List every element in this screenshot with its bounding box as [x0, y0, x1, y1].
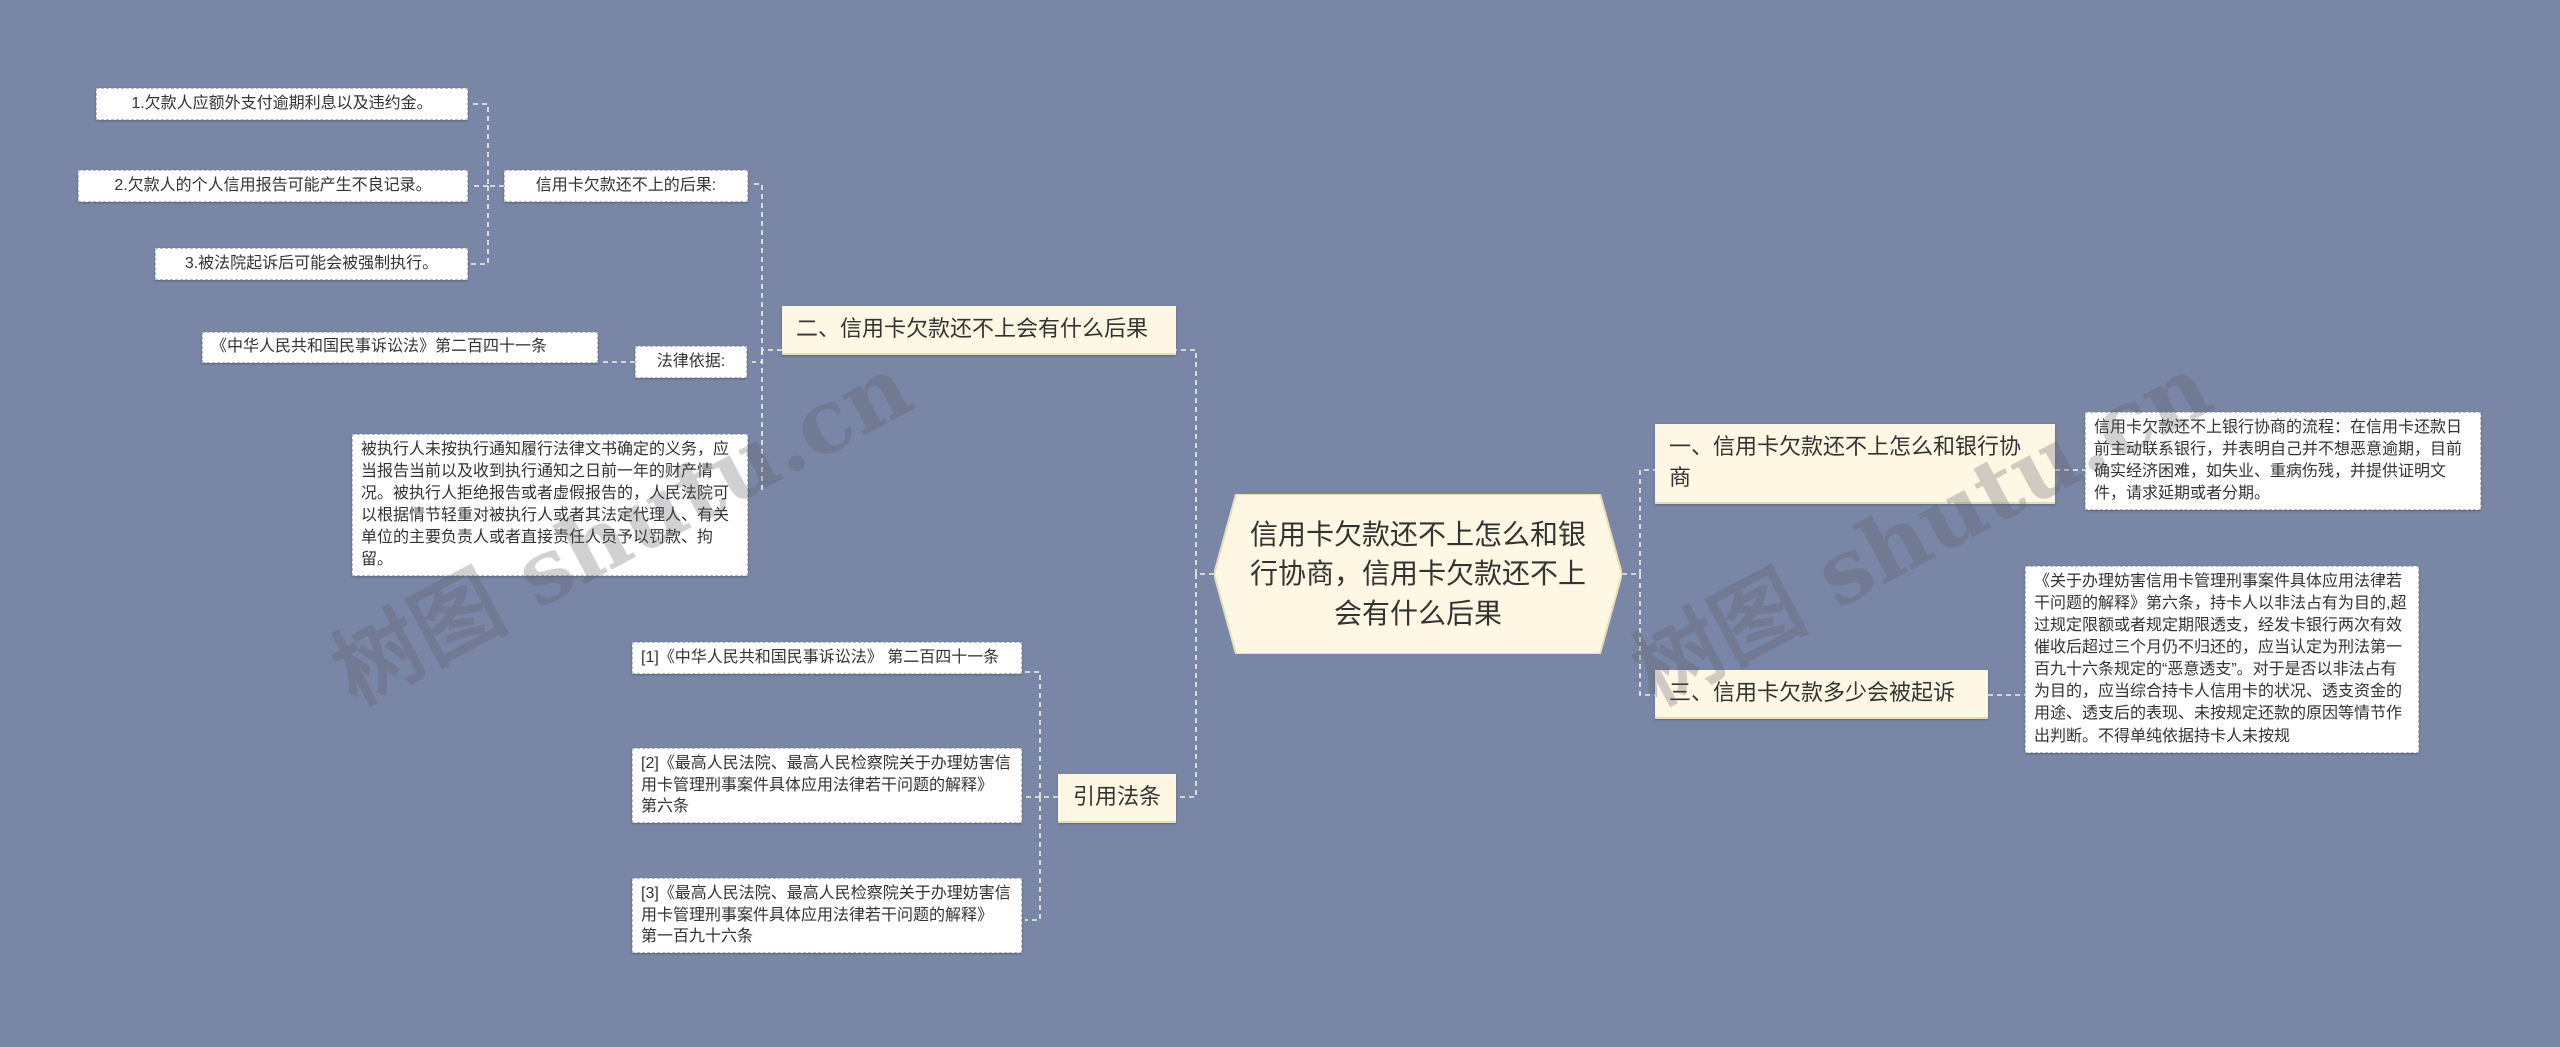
- law-civil-procedure-text: 《中华人民共和国民事诉讼法》第二百四十一条: [211, 338, 548, 355]
- reference-1-text: [1]《中华人民共和国民事诉讼法》 第二百四十一条: [641, 649, 1000, 666]
- edge-b2-children: [752, 183, 782, 351]
- central-topic-shape: [1214, 494, 1622, 654]
- node-legal-basis[interactable]: 法律依据:: [635, 346, 747, 379]
- law-civil-procedure[interactable]: 《中华人民共和国民事诉讼法》第二百四十一条: [202, 332, 598, 363]
- reference-2[interactable]: [2]《最高人民法院、最高人民检察院关于办理妨害信用卡管理刑事案件具体应用法律若…: [632, 748, 1022, 823]
- edge-center-right: [1622, 469, 1655, 575]
- consequence-2[interactable]: 2.欠款人的个人信用报告可能产生不良记录。: [78, 170, 468, 203]
- branch-references-label: 引用法条: [1072, 784, 1161, 809]
- law-article-text-body: 被执行人未按执行通知履行法律文书确定的义务，应当报告当前以及收到执行通知之日前一…: [361, 441, 730, 569]
- consequence-1-text: 1.欠款人应额外支付逾期利息以及违约金。: [131, 95, 433, 112]
- edge-ref-items: [1025, 671, 1058, 798]
- edge-consequences-leaves: [470, 103, 504, 187]
- edge-center-left: [1176, 349, 1214, 575]
- legal-basis-text: 法律依据:: [656, 353, 726, 370]
- branch-consequences[interactable]: 二、信用卡欠款还不上会有什么后果: [782, 306, 1176, 355]
- negotiate-detail[interactable]: 信用卡欠款还不上银行协商的流程：在信用卡还款日前主动联系银行，并表明自己并不想恶…: [2085, 412, 2481, 511]
- central-topic-label: 信用卡欠款还不上怎么和银行协商，信用卡欠款还不上会有什么后果: [1250, 519, 1587, 629]
- reference-2-text: [2]《最高人民法院、最高人民检察院关于办理妨害信用卡管理刑事案件具体应用法律若…: [641, 755, 1011, 816]
- node-consequences-label[interactable]: 信用卡欠款还不上的后果:: [504, 170, 748, 203]
- reference-3-text: [3]《最高人民法院、最高人民检察院关于办理妨害信用卡管理刑事案件具体应用法律若…: [641, 885, 1011, 946]
- consequence-3[interactable]: 3.被法院起诉后可能会被强制执行。: [155, 248, 468, 281]
- prosecute-detail-text: 《关于办理妨害信用卡管理刑事案件具体应用法律若干问题的解释》第六条，持卡人以非法…: [2034, 573, 2407, 745]
- negotiate-detail-text: 信用卡欠款还不上银行协商的流程：在信用卡还款日前主动联系银行，并表明自己并不想恶…: [2094, 419, 2463, 503]
- consequence-3-text: 3.被法院起诉后可能会被强制执行。: [184, 255, 439, 272]
- consequence-2-text: 2.欠款人的个人信用报告可能产生不良记录。: [114, 177, 432, 194]
- branch-references[interactable]: 引用法条: [1058, 774, 1176, 823]
- consequences-label-text: 信用卡欠款还不上的后果:: [535, 177, 717, 194]
- branch-negotiate-label: 一、信用卡欠款还不上怎么和银行协商: [1669, 434, 2022, 490]
- reference-1[interactable]: [1]《中华人民共和国民事诉讼法》 第二百四十一条: [632, 642, 1022, 674]
- central-topic[interactable]: 信用卡欠款还不上怎么和银行协商，信用卡欠款还不上会有什么后果: [1214, 494, 1622, 654]
- law-article-text[interactable]: 被执行人未按执行通知履行法律文书确定的义务，应当报告当前以及收到执行通知之日前一…: [352, 434, 748, 577]
- prosecute-detail[interactable]: 《关于办理妨害信用卡管理刑事案件具体应用法律若干问题的解释》第六条，持卡人以非法…: [2025, 566, 2419, 753]
- branch-negotiate[interactable]: 一、信用卡欠款还不上怎么和银行协商: [1655, 424, 2055, 504]
- reference-3[interactable]: [3]《最高人民法院、最高人民检察院关于办理妨害信用卡管理刑事案件具体应用法律若…: [632, 878, 1022, 953]
- consequence-1[interactable]: 1.欠款人应额外支付逾期利息以及违约金。: [96, 88, 468, 121]
- branch-prosecute[interactable]: 三、信用卡欠款多少会被起诉: [1655, 670, 1988, 719]
- branch-consequences-label: 二、信用卡欠款还不上会有什么后果: [796, 316, 1149, 341]
- branch-prosecute-label: 三、信用卡欠款多少会被起诉: [1669, 680, 1956, 705]
